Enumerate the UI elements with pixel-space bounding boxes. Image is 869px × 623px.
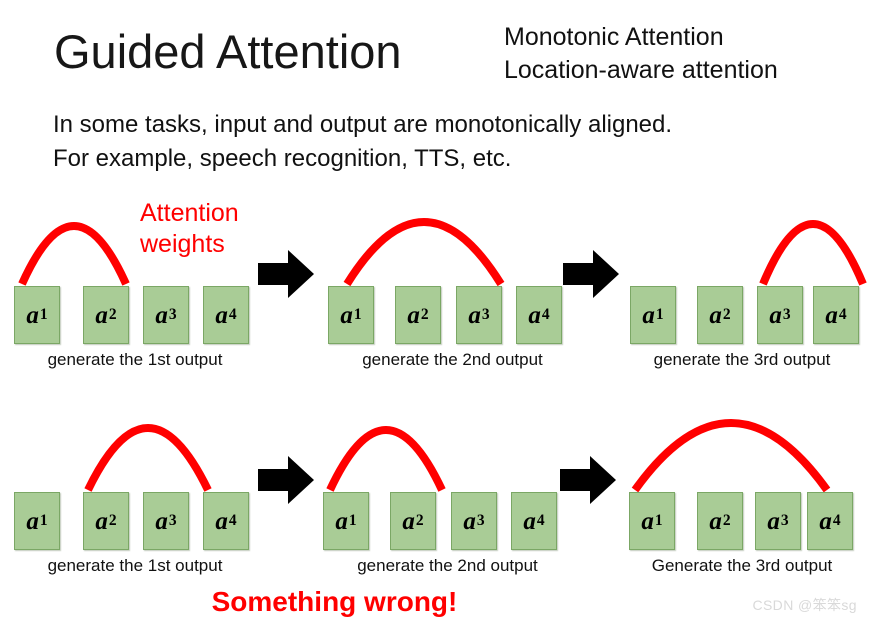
watermark: CSDN @笨笨sg (752, 597, 857, 613)
right-arrow-icon (258, 250, 314, 298)
lead-line-2: For example, speech recognition, TTS, et… (53, 145, 512, 173)
attention-weights-line-2: weights (140, 229, 225, 258)
attention-arc-row2-3 (631, 419, 831, 493)
right-arrow-icon (560, 456, 616, 504)
group-caption: Generate the 3rd output (651, 556, 833, 575)
right-arrow-icon (563, 250, 619, 298)
subtitle-line-1: Monotonic Attention (504, 23, 724, 51)
verdict-text: Something wrong! (211, 586, 458, 617)
group-caption: generate the 1st output (47, 556, 223, 575)
attention-arc-row2-1 (84, 424, 212, 492)
group-caption: generate the 1st output (47, 350, 223, 369)
subtitle-block: Monotonic Attention Location-aware atten… (504, 21, 778, 88)
group-caption: generate the 2nd output (362, 350, 543, 369)
page-title: Guided Attention (54, 25, 402, 78)
attention-arc-row1-3 (759, 220, 867, 286)
group-caption: generate the 2nd output (357, 556, 538, 575)
attention-arc-row2-2 (326, 426, 446, 492)
lead-paragraph: In some tasks, input and output are mono… (53, 108, 672, 176)
right-arrow-icon (258, 456, 314, 504)
attention-weights-line-1: Attention (140, 199, 239, 227)
attention-weights-annotation: Attention weights (140, 198, 239, 259)
group-caption: generate the 3rd output (653, 350, 831, 369)
subtitle-line-2: Location-aware attention (504, 56, 778, 85)
attention-arc-row1-2 (343, 218, 505, 287)
lead-line-1: In some tasks, input and output are mono… (53, 111, 673, 138)
